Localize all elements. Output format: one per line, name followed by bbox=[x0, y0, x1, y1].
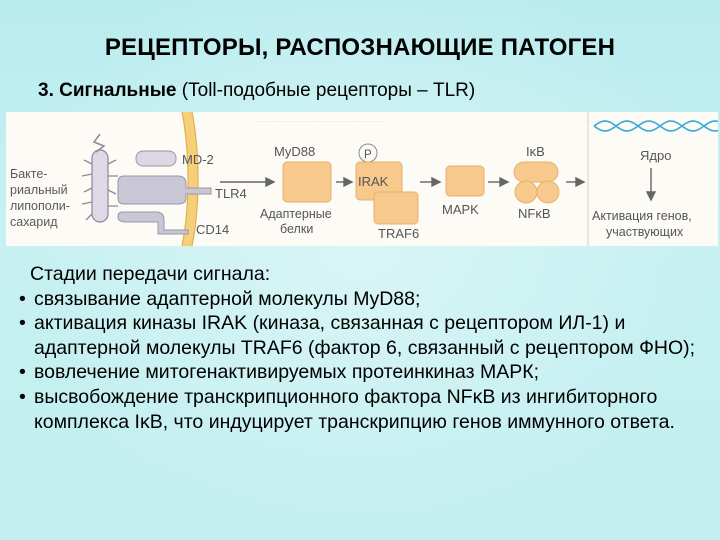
cd14-label: CD14 bbox=[196, 222, 229, 237]
slide-title: РЕЦЕПТОРЫ, РАСПОЗНАЮЩИЕ ПАТОГЕН bbox=[104, 34, 616, 61]
tlr4-receptor bbox=[117, 175, 212, 205]
stage-item: вовлечение митогенактивируемых протеинки… bbox=[19, 360, 710, 385]
subtitle-rest: (Toll-подобные рецепторы – TLR) bbox=[176, 80, 476, 101]
nfkb-subunit-1 bbox=[514, 180, 538, 204]
lps-label: Бакте- риальный липополи- сахарид bbox=[10, 167, 70, 229]
activation-label: Активация генов, участвующих bbox=[592, 209, 692, 239]
tlr4-label: TLR4 bbox=[215, 186, 247, 201]
nucleus-label: Ядро bbox=[640, 148, 671, 163]
nfkb-subunit-2 bbox=[536, 180, 560, 204]
svg-text:риальный: риальный bbox=[10, 183, 68, 197]
md2-protein bbox=[135, 150, 177, 167]
nfkb-label: NFκB bbox=[518, 206, 551, 221]
pathway-arrows bbox=[220, 168, 657, 202]
subtitle-bold: 3. Сигнальные bbox=[38, 80, 177, 101]
dna-strand bbox=[593, 120, 718, 132]
slide-subtitle: 3. Сигнальные (Toll-подобные рецепторы –… bbox=[38, 80, 475, 102]
svg-text:Бакте-: Бакте- bbox=[10, 167, 47, 181]
ikb-label: IκB bbox=[526, 144, 545, 159]
svg-text:Адаптерные: Адаптерные bbox=[260, 207, 332, 221]
stages-heading: Стадии передачи сигнала: bbox=[30, 263, 271, 285]
stage-item: высвобождение транскрипционного фактора … bbox=[19, 385, 710, 434]
svg-text:липополи-: липополи- bbox=[10, 199, 70, 213]
traf6-block bbox=[373, 191, 419, 225]
svg-text:сахарид: сахарид bbox=[10, 215, 58, 229]
md2-label: MD-2 bbox=[182, 152, 214, 167]
tlr-signaling-diagram: ........................................… bbox=[6, 112, 718, 246]
signal-stages: Стадии передачи сигнала: cвязывание адап… bbox=[19, 262, 710, 434]
stage-item: активация киназы IRAK (киназа, связанная… bbox=[19, 311, 710, 360]
adaptor-label: Адаптерные белки bbox=[260, 207, 332, 236]
irak-label: IRAK bbox=[358, 174, 389, 189]
ikb-block bbox=[513, 161, 559, 183]
mapk-block bbox=[445, 165, 485, 197]
dna-strand bbox=[593, 120, 718, 132]
phosphate-label: P bbox=[364, 149, 372, 161]
myd88-block bbox=[282, 161, 332, 203]
lps-molecule bbox=[81, 133, 118, 223]
svg-text:..........................: .......................... bbox=[586, 114, 651, 124]
cd14-receptor bbox=[117, 211, 189, 235]
myd88-label: MyD88 bbox=[274, 144, 315, 159]
svg-text:участвующих: участвующих bbox=[606, 225, 684, 239]
mapk-label: MAPK bbox=[442, 202, 479, 217]
bleed-through-text: ........................................… bbox=[256, 114, 651, 124]
cell-membrane bbox=[182, 112, 198, 246]
svg-text:..............................: ........................................… bbox=[256, 114, 384, 124]
svg-text:Активация генов,: Активация генов, bbox=[592, 209, 692, 223]
stage-item: cвязывание адаптерной молекулы MyD88; bbox=[19, 287, 710, 312]
svg-text:белки: белки bbox=[280, 222, 313, 236]
traf6-label: TRAF6 bbox=[378, 226, 419, 241]
